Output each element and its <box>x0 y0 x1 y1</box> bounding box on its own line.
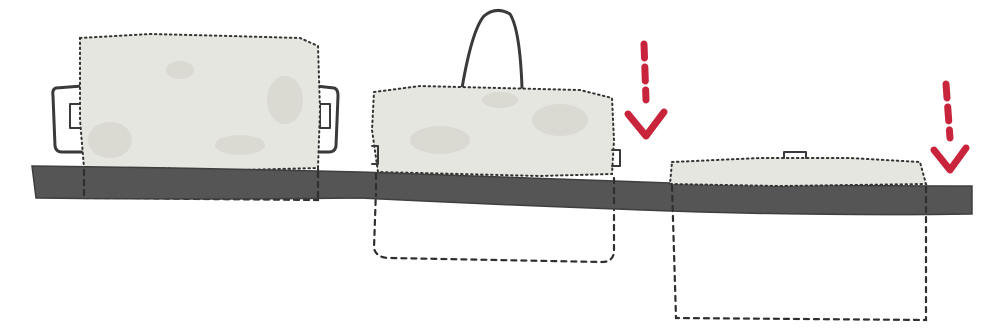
block-mostly-sunk <box>670 152 926 320</box>
down-arrow-icon <box>628 44 664 136</box>
block-2-top-handle <box>462 10 522 88</box>
down-arrow-icon <box>934 84 966 170</box>
block-partially-sunk <box>372 10 620 262</box>
block-3-visible-top <box>670 158 926 186</box>
